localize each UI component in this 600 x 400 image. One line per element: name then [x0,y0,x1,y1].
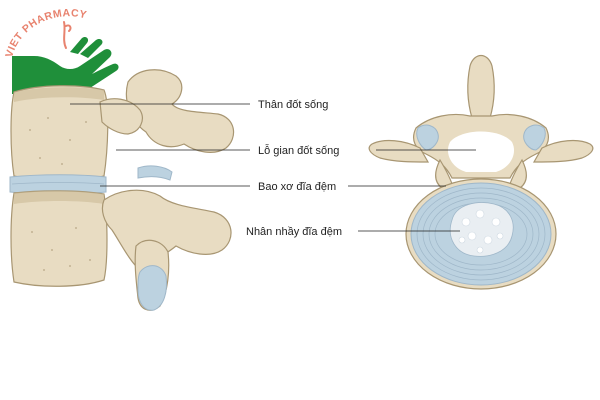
right-facet-cartilage [523,124,546,151]
bone-texture [29,117,91,271]
left-transverse-process [368,139,430,163]
lower-body-end-plate [14,190,104,204]
upper-pedicle [99,98,143,135]
lower-vertebral-body [10,190,108,287]
labels: Thân đốt sống Lỗ gian đốt sống Bao xơ đĩ… [246,99,342,238]
label-lo-gian-dot-song: Lỗ gian đốt sống [258,144,339,157]
viet-pharmacy-logo: VIET PHARMACY [3,7,119,95]
facet-joint-cartilage [137,165,173,181]
superior-vertebra-view [368,54,594,290]
label-than-dot-song: Thân đốt sống [258,99,328,111]
lower-articular-process [101,189,232,271]
label-nhan-nhay-dia-dem: Nhân nhầy đĩa đệm [246,226,342,238]
disc-ring-line [11,182,105,185]
leader-lines [70,103,476,232]
upper-body-end-plate [14,87,104,102]
annulus-rings [416,187,546,281]
left-facet-cartilage [416,124,439,151]
nucleus-pulposus [449,202,514,257]
spinous-process-top [467,54,495,119]
nucleus-texture [458,209,504,254]
label-bao-xo-dia-dem: Bao xơ đĩa đệm [258,181,336,193]
upper-vertebral-body [10,85,109,182]
logo-figure-icon [63,21,72,49]
hand-icon [12,36,119,95]
lateral-vertebrae-view [9,69,235,311]
upper-articular-process [125,69,235,153]
vertebral-foramen [447,131,515,172]
right-transverse-process [532,139,594,163]
spinous-process-cartilage [137,265,167,311]
